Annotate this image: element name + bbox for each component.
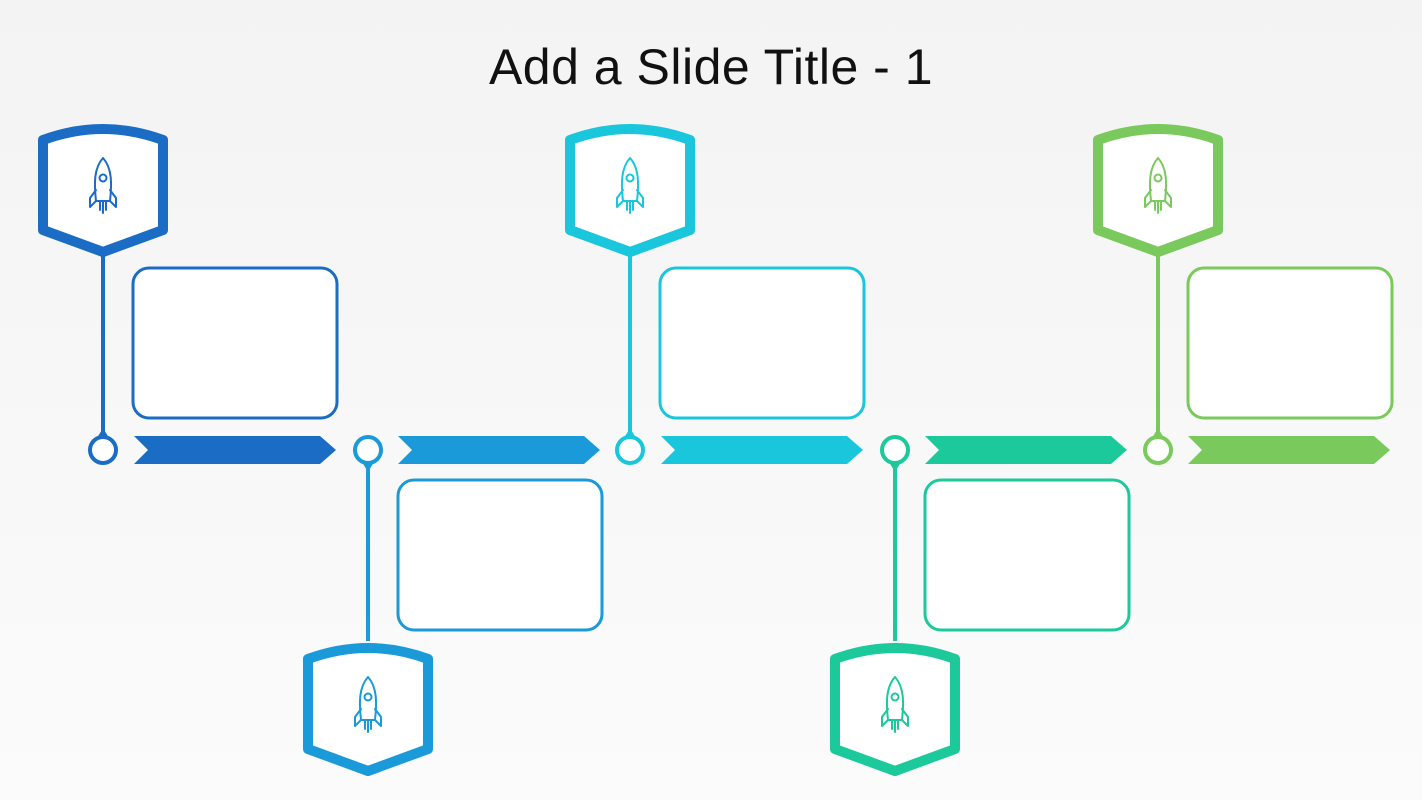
rocket-fin-left xyxy=(881,708,889,727)
rocket-window xyxy=(363,692,373,702)
timeline-arrow xyxy=(398,436,600,464)
timeline-stage[interactable] xyxy=(38,124,339,465)
rocket-fin-right xyxy=(374,708,382,727)
rocket-flame xyxy=(891,719,899,733)
rocket-flame xyxy=(364,719,372,733)
rocket-fin-left xyxy=(89,189,97,208)
rocket-fin-right xyxy=(636,189,644,208)
rocket-icon xyxy=(881,676,909,733)
rocket-icon xyxy=(1144,157,1172,214)
stage-badge[interactable] xyxy=(303,643,433,776)
timeline-node xyxy=(615,435,645,465)
stage-badge[interactable] xyxy=(565,124,695,257)
stage-badge[interactable] xyxy=(830,643,960,776)
rocket-icon xyxy=(354,676,382,733)
timeline-node xyxy=(1143,435,1173,465)
rocket-fin-right xyxy=(109,189,117,208)
rocket-fin-right xyxy=(1164,189,1172,208)
timeline-arrow xyxy=(661,436,863,464)
stage-badge[interactable] xyxy=(38,124,168,257)
rocket-flame xyxy=(626,200,634,214)
rocket-fin-left xyxy=(354,708,362,727)
timeline-stage[interactable] xyxy=(1093,124,1394,465)
text-box[interactable] xyxy=(923,478,1131,632)
rocket-window xyxy=(625,173,635,183)
timeline-node xyxy=(353,435,383,465)
rocket-window xyxy=(98,173,108,183)
slide-title[interactable]: Add a Slide Title - 1 xyxy=(488,39,934,95)
timeline-stage[interactable] xyxy=(303,435,604,776)
rocket-icon xyxy=(89,157,117,214)
rocket-flame xyxy=(99,200,107,214)
text-box[interactable] xyxy=(396,478,604,632)
rocket-window xyxy=(890,692,900,702)
timeline-stage[interactable] xyxy=(565,124,866,465)
text-box[interactable] xyxy=(1186,266,1394,420)
timeline-arrow xyxy=(925,436,1127,464)
timeline-node xyxy=(880,435,910,465)
rocket-fin-left xyxy=(616,189,624,208)
rocket-icon xyxy=(616,157,644,214)
stage-badge[interactable] xyxy=(1093,124,1223,257)
timeline-arrow xyxy=(134,436,336,464)
rocket-fin-left xyxy=(1144,189,1152,208)
rocket-flame xyxy=(1154,200,1162,214)
timeline-node xyxy=(88,435,118,465)
text-box[interactable] xyxy=(658,266,866,420)
rocket-fin-right xyxy=(901,708,909,727)
timeline-arrow xyxy=(1188,436,1390,464)
timeline-stage[interactable] xyxy=(830,435,1131,776)
rocket-window xyxy=(1153,173,1163,183)
text-box[interactable] xyxy=(131,266,339,420)
